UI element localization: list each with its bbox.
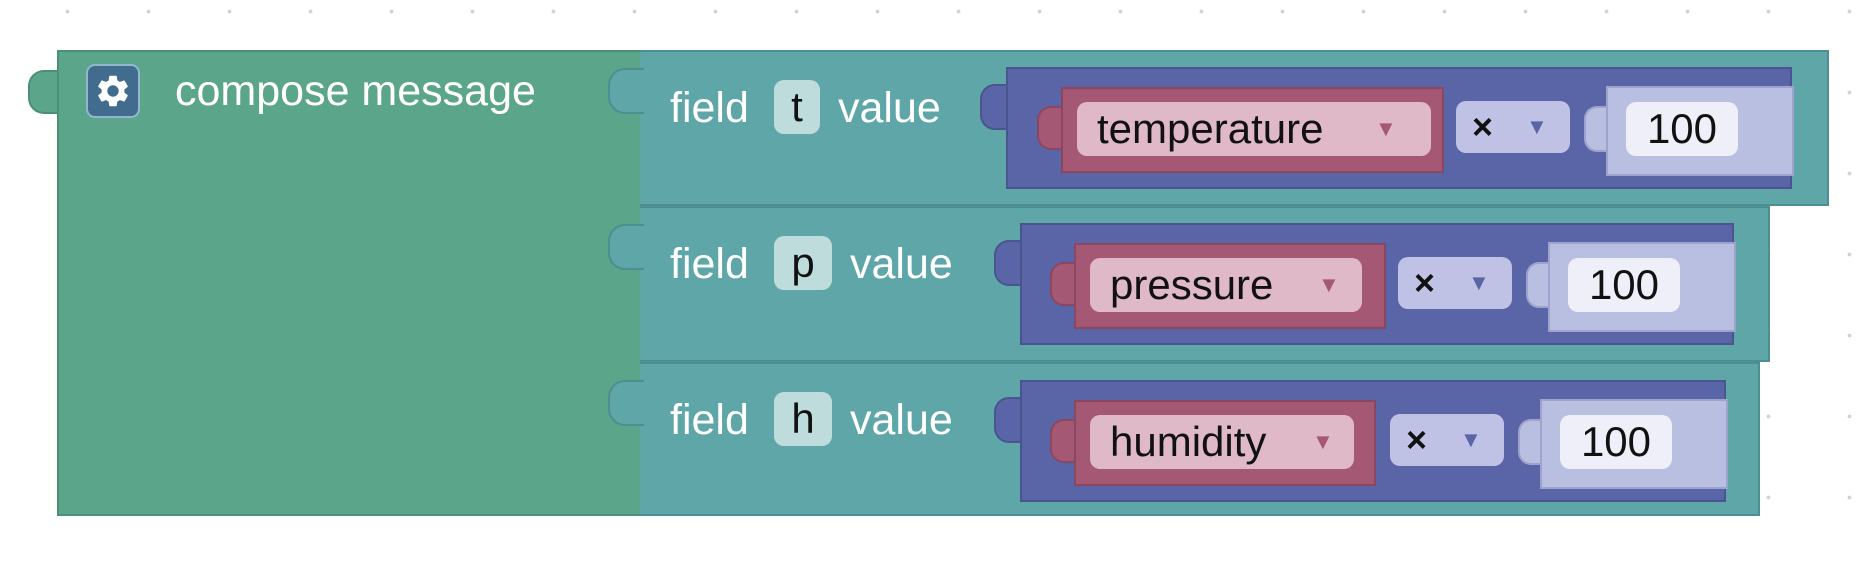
multiply-operator: × — [1472, 106, 1494, 147]
field-key-input[interactable]: t — [774, 80, 820, 134]
math-connector — [980, 84, 1010, 130]
output-connector — [28, 70, 60, 114]
multiply-operator: × — [1406, 419, 1428, 460]
number-input[interactable]: 100 — [1560, 415, 1672, 469]
field-row-connector — [608, 68, 644, 114]
variable-dropdown[interactable]: pressure ▼ — [1090, 258, 1362, 312]
number-connector — [1526, 262, 1550, 308]
math-connector — [994, 240, 1024, 286]
number-connector — [1518, 419, 1542, 465]
field-row-connector — [608, 380, 644, 426]
variable-name: humidity — [1110, 418, 1267, 465]
math-connector — [994, 397, 1024, 443]
dropdown-arrow-icon: ▼ — [1526, 114, 1548, 139]
dropdown-arrow-icon: ▼ — [1318, 272, 1340, 297]
gear-icon[interactable] — [86, 64, 140, 118]
dropdown-arrow-icon: ▼ — [1468, 270, 1490, 295]
compose-message-block[interactable] — [57, 50, 640, 516]
variable-dropdown[interactable]: temperature ▼ — [1077, 102, 1431, 156]
variable-connector — [1050, 419, 1078, 463]
dropdown-arrow-icon: ▼ — [1460, 427, 1482, 452]
variable-name: pressure — [1110, 261, 1274, 308]
number-connector — [1584, 106, 1608, 152]
value-label: value — [838, 84, 941, 132]
field-key-input[interactable]: p — [774, 236, 832, 290]
field-row-connector — [608, 224, 644, 270]
operator-dropdown[interactable]: × ▼ — [1398, 257, 1512, 309]
operator-dropdown[interactable]: × ▼ — [1456, 101, 1570, 153]
variable-dropdown[interactable]: humidity ▼ — [1090, 415, 1354, 469]
number-input[interactable]: 100 — [1568, 258, 1680, 312]
dropdown-arrow-icon: ▼ — [1375, 116, 1397, 141]
variable-connector — [1037, 106, 1065, 150]
variable-connector — [1050, 262, 1078, 306]
number-input[interactable]: 100 — [1626, 102, 1738, 156]
block-title: compose message — [175, 67, 536, 115]
value-label: value — [850, 240, 953, 288]
operator-dropdown[interactable]: × ▼ — [1390, 414, 1504, 466]
multiply-operator: × — [1414, 262, 1436, 303]
variable-name: temperature — [1097, 105, 1324, 152]
field-label: field — [670, 240, 749, 288]
dropdown-arrow-icon: ▼ — [1312, 429, 1334, 454]
field-label: field — [670, 84, 749, 132]
field-label: field — [670, 396, 749, 444]
field-key-input[interactable]: h — [774, 392, 832, 446]
value-label: value — [850, 396, 953, 444]
